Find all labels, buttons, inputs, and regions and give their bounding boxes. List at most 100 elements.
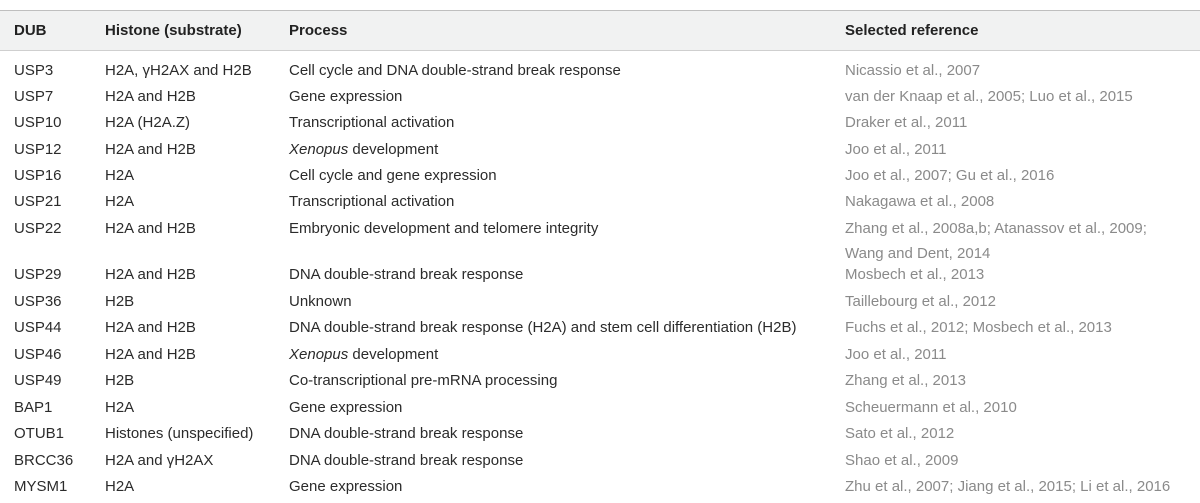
cell-reference: Zhang et al., 2008a,b; Atanassov et al.,… (845, 218, 1147, 264)
cell-process: DNA double-strand break response (H2A) a… (289, 317, 796, 338)
cell-process: Gene expression (289, 86, 402, 107)
cell-dub: BAP1 (14, 399, 53, 416)
cell-histone: H2B (105, 293, 135, 310)
cell-process: Transcriptional activation (289, 112, 454, 133)
cell-histone: Histones (unspecified) (105, 425, 254, 442)
cell-reference: Sato et al., 2012 (845, 423, 954, 444)
table-header (0, 11, 1200, 50)
reference-line: Scheuermann et al., 2010 (845, 399, 1017, 416)
cell-process: Xenopus development (289, 344, 438, 365)
cell-histone: H2A and H2B (105, 220, 196, 237)
cell-reference: Draker et al., 2011 (845, 112, 967, 133)
cell-reference: Scheuermann et al., 2010 (845, 397, 1017, 418)
cell-dub: USP21 (14, 193, 62, 210)
cell-histone: H2A and H2B (105, 266, 196, 283)
cell-histone: H2B (105, 372, 135, 389)
cell-dub: USP10 (14, 114, 62, 131)
cell-dub: USP7 (14, 88, 54, 105)
process-text: Gene expression (289, 399, 403, 416)
cell-dub: USP49 (14, 372, 62, 389)
cell-histone: H2A (H2A.Z) (105, 114, 191, 131)
cell-reference: van der Knaap et al., 2005; Luo et al., … (845, 86, 1133, 107)
cell-reference: Mosbech et al., 2013 (845, 264, 984, 285)
process-text: Transcriptional activation (289, 114, 455, 131)
cell-process: Xenopus development (289, 139, 438, 160)
process-text: DNA double-strand break response (289, 452, 524, 469)
process-text: Cell cycle and DNA double-strand break r… (289, 62, 621, 79)
reference-line: Zhu et al., 2007; Jiang et al., 2015; Li… (845, 478, 1171, 495)
cell-process: Transcriptional activation (289, 191, 454, 212)
cell-reference: Shao et al., 2009 (845, 450, 958, 471)
cell-dub: USP29 (14, 266, 62, 283)
reference-line: Shao et al., 2009 (845, 452, 959, 469)
process-text: DNA double-strand break response (289, 266, 524, 283)
cell-dub: USP22 (14, 220, 62, 237)
reference-line: Draker et al., 2011 (845, 114, 968, 131)
header-dub: DUB (14, 22, 47, 39)
cell-process: DNA double-strand break response (289, 264, 523, 285)
process-text: Co-transcriptional pre-mRNA processing (289, 372, 558, 389)
cell-process: Embryonic development and telomere integ… (289, 218, 598, 239)
cell-dub: USP36 (14, 293, 62, 310)
cell-histone: H2A, γH2AX and H2B (105, 62, 252, 79)
cell-histone: H2A and H2B (105, 88, 196, 105)
cell-reference: Joo et al., 2011 (845, 344, 946, 365)
reference-line: Zhang et al., 2013 (845, 372, 966, 389)
reference-line: Wang and Dent, 2014 (845, 245, 991, 262)
cell-histone: H2A (105, 167, 135, 184)
reference-line: Nicassio et al., 2007 (845, 62, 981, 79)
cell-process: Cell cycle and gene expression (289, 165, 497, 186)
cell-process: Gene expression (289, 476, 402, 497)
cell-reference: Zhang et al., 2013 (845, 370, 966, 391)
process-italic-text: Xenopus (289, 346, 349, 363)
cell-dub: USP3 (14, 62, 54, 79)
cell-process: DNA double-strand break response (289, 450, 523, 471)
header-histone: Histone (substrate) (105, 22, 242, 39)
reference-line: Taillebourg et al., 2012 (845, 293, 996, 310)
cell-dub: USP44 (14, 319, 62, 336)
process-text: Unknown (289, 293, 352, 310)
reference-line: Joo et al., 2011 (845, 346, 947, 363)
cell-histone: H2A (105, 399, 135, 416)
process-text: Transcriptional activation (289, 193, 455, 210)
cell-dub: MYSM1 (14, 478, 68, 495)
process-text: development (348, 346, 439, 363)
cell-histone: H2A and γH2AX (105, 452, 214, 469)
table-top-rule (0, 10, 1200, 11)
cell-histone: H2A and H2B (105, 346, 196, 363)
header-process: Process (289, 22, 348, 39)
cell-histone: H2A (105, 478, 135, 495)
cell-dub: USP46 (14, 346, 62, 363)
cell-process: Unknown (289, 291, 352, 312)
cell-reference: Fuchs et al., 2012; Mosbech et al., 2013 (845, 317, 1112, 338)
cell-reference: Taillebourg et al., 2012 (845, 291, 996, 312)
cell-process: DNA double-strand break response (289, 423, 523, 444)
reference-line: Sato et al., 2012 (845, 425, 955, 442)
process-text: development (348, 141, 439, 158)
process-text: DNA double-strand break response (289, 425, 524, 442)
reference-line: Nakagawa et al., 2008 (845, 193, 995, 210)
cell-reference: Zhu et al., 2007; Jiang et al., 2015; Li… (845, 476, 1170, 497)
header-reference: Selected reference (845, 22, 979, 39)
cell-dub: USP16 (14, 167, 62, 184)
cell-process: Cell cycle and DNA double-strand break r… (289, 60, 621, 81)
process-text: Gene expression (289, 478, 403, 495)
cell-histone: H2A and H2B (105, 319, 196, 336)
cell-reference: Nicassio et al., 2007 (845, 60, 980, 81)
reference-line: van der Knaap et al., 2005; Luo et al., … (845, 88, 1133, 105)
cell-histone: H2A (105, 193, 135, 210)
reference-line: Mosbech et al., 2013 (845, 266, 985, 283)
cell-dub: OTUB1 (14, 425, 65, 442)
process-text: DNA double-strand break response (H2A) a… (289, 319, 797, 336)
reference-line: Joo et al., 2011 (845, 141, 947, 158)
process-text: Embryonic development and telomere integ… (289, 220, 599, 237)
reference-line: Joo et al., 2007; Gu et al., 2016 (845, 167, 1055, 184)
process-italic-text: Xenopus (289, 141, 349, 158)
cell-dub: BRCC36 (14, 452, 74, 469)
process-text: Cell cycle and gene expression (289, 167, 497, 184)
cell-dub: USP12 (14, 141, 62, 158)
cell-reference: Nakagawa et al., 2008 (845, 191, 994, 212)
reference-line: Zhang et al., 2008a,b; Atanassov et al.,… (845, 220, 1147, 237)
cell-process: Gene expression (289, 397, 402, 418)
